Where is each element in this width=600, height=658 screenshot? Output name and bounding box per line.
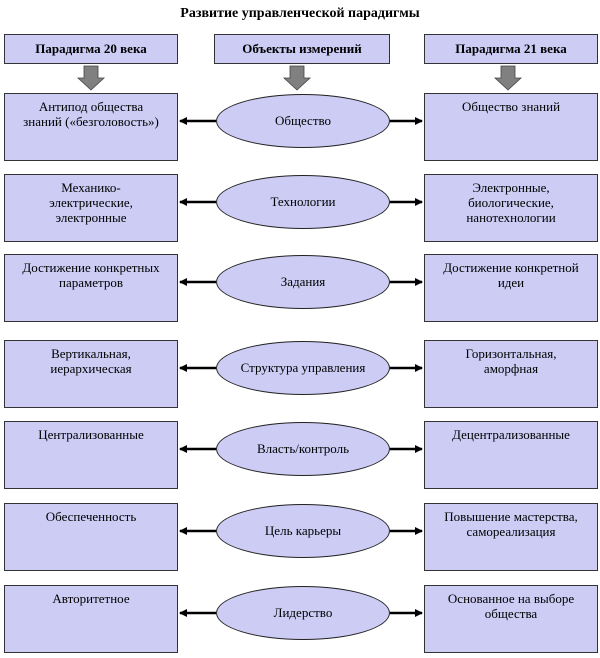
paradigm-21-box: Горизонтальная, аморфная — [424, 340, 598, 408]
measurement-object-text: Лидерство — [273, 605, 333, 620]
arrow-down-right-icon — [493, 65, 523, 91]
measurement-object-text: Задания — [280, 274, 326, 289]
paradigm-20-text: Авторитетное — [52, 591, 130, 606]
measurement-object-text: Цель карьеры — [264, 523, 342, 538]
measurement-object-text: Власть/контроль — [256, 441, 350, 456]
paradigm-21-text: Децентрализованные — [452, 427, 570, 442]
measurement-object-text: Технологии — [270, 194, 336, 209]
paradigm-20-text: Антипод общества знаний («безголовость») — [23, 99, 159, 129]
paradigm-20-box: Механико- электрические, электронные — [4, 174, 178, 242]
paradigm-20-box: Авторитетное — [4, 585, 178, 653]
paradigm-20-box: Обеспеченность — [4, 503, 178, 571]
paradigm-20-text: Централизованные — [38, 427, 144, 442]
measurement-object-text: Структура управления — [240, 360, 366, 375]
paradigm-21-box: Достижение конкретной идеи — [424, 254, 598, 322]
paradigm-21-text: Горизонтальная, аморфная — [465, 346, 557, 376]
paradigm-20-text: Обеспеченность — [45, 509, 137, 524]
paradigm-21-box: Основанное на выборе общества — [424, 585, 598, 653]
paradigm-20-box: Антипод общества знаний («безголовость») — [4, 93, 178, 161]
paradigm-20-text: Механико- электрические, электронные — [49, 180, 133, 225]
paradigm-20-box: Централизованные — [4, 421, 178, 489]
paradigm-21-text: Общество знаний — [461, 99, 561, 114]
paradigm-20-text: Вертикальная, иерархическая — [50, 346, 132, 376]
paradigm-21-text: Электронные, биологические, нанотехнолог… — [466, 180, 556, 225]
paradigm-20-box: Достижение конкретных параметров — [4, 254, 178, 322]
measurement-object-ellipse: Технологии — [216, 175, 390, 229]
measurement-object-ellipse: Структура управления — [216, 341, 390, 395]
paradigm-21-text: Повышение мастерства, самореализация — [444, 509, 578, 539]
paradigm-21-box: Повышение мастерства, самореализация — [424, 503, 598, 571]
header-21st-century: Парадигма 21 века — [424, 34, 598, 64]
paradigm-21-text: Достижение конкретной идеи — [443, 260, 579, 290]
paradigm-20-box: Вертикальная, иерархическая — [4, 340, 178, 408]
arrow-down-left-icon — [76, 65, 106, 91]
diagram-title: Развитие управленческой парадигмы — [180, 6, 420, 21]
paradigm-21-box: Электронные, биологические, нанотехнолог… — [424, 174, 598, 242]
measurement-object-ellipse: Лидерство — [216, 586, 390, 640]
header-measurement-objects: Объекты измерений — [214, 34, 390, 64]
measurement-object-ellipse: Власть/контроль — [216, 422, 390, 476]
arrow-down-center-icon — [282, 65, 312, 91]
paradigm-21-box: Общество знаний — [424, 93, 598, 161]
measurement-object-ellipse: Общество — [216, 94, 390, 148]
paradigm-21-box: Децентрализованные — [424, 421, 598, 489]
measurement-object-text: Общество — [274, 113, 332, 128]
header-20th-century: Парадигма 20 века — [4, 34, 178, 64]
paradigm-20-text: Достижение конкретных параметров — [22, 260, 160, 290]
measurement-object-ellipse: Задания — [216, 255, 390, 309]
paradigm-21-text: Основанное на выборе общества — [447, 591, 575, 621]
measurement-object-ellipse: Цель карьеры — [216, 504, 390, 558]
